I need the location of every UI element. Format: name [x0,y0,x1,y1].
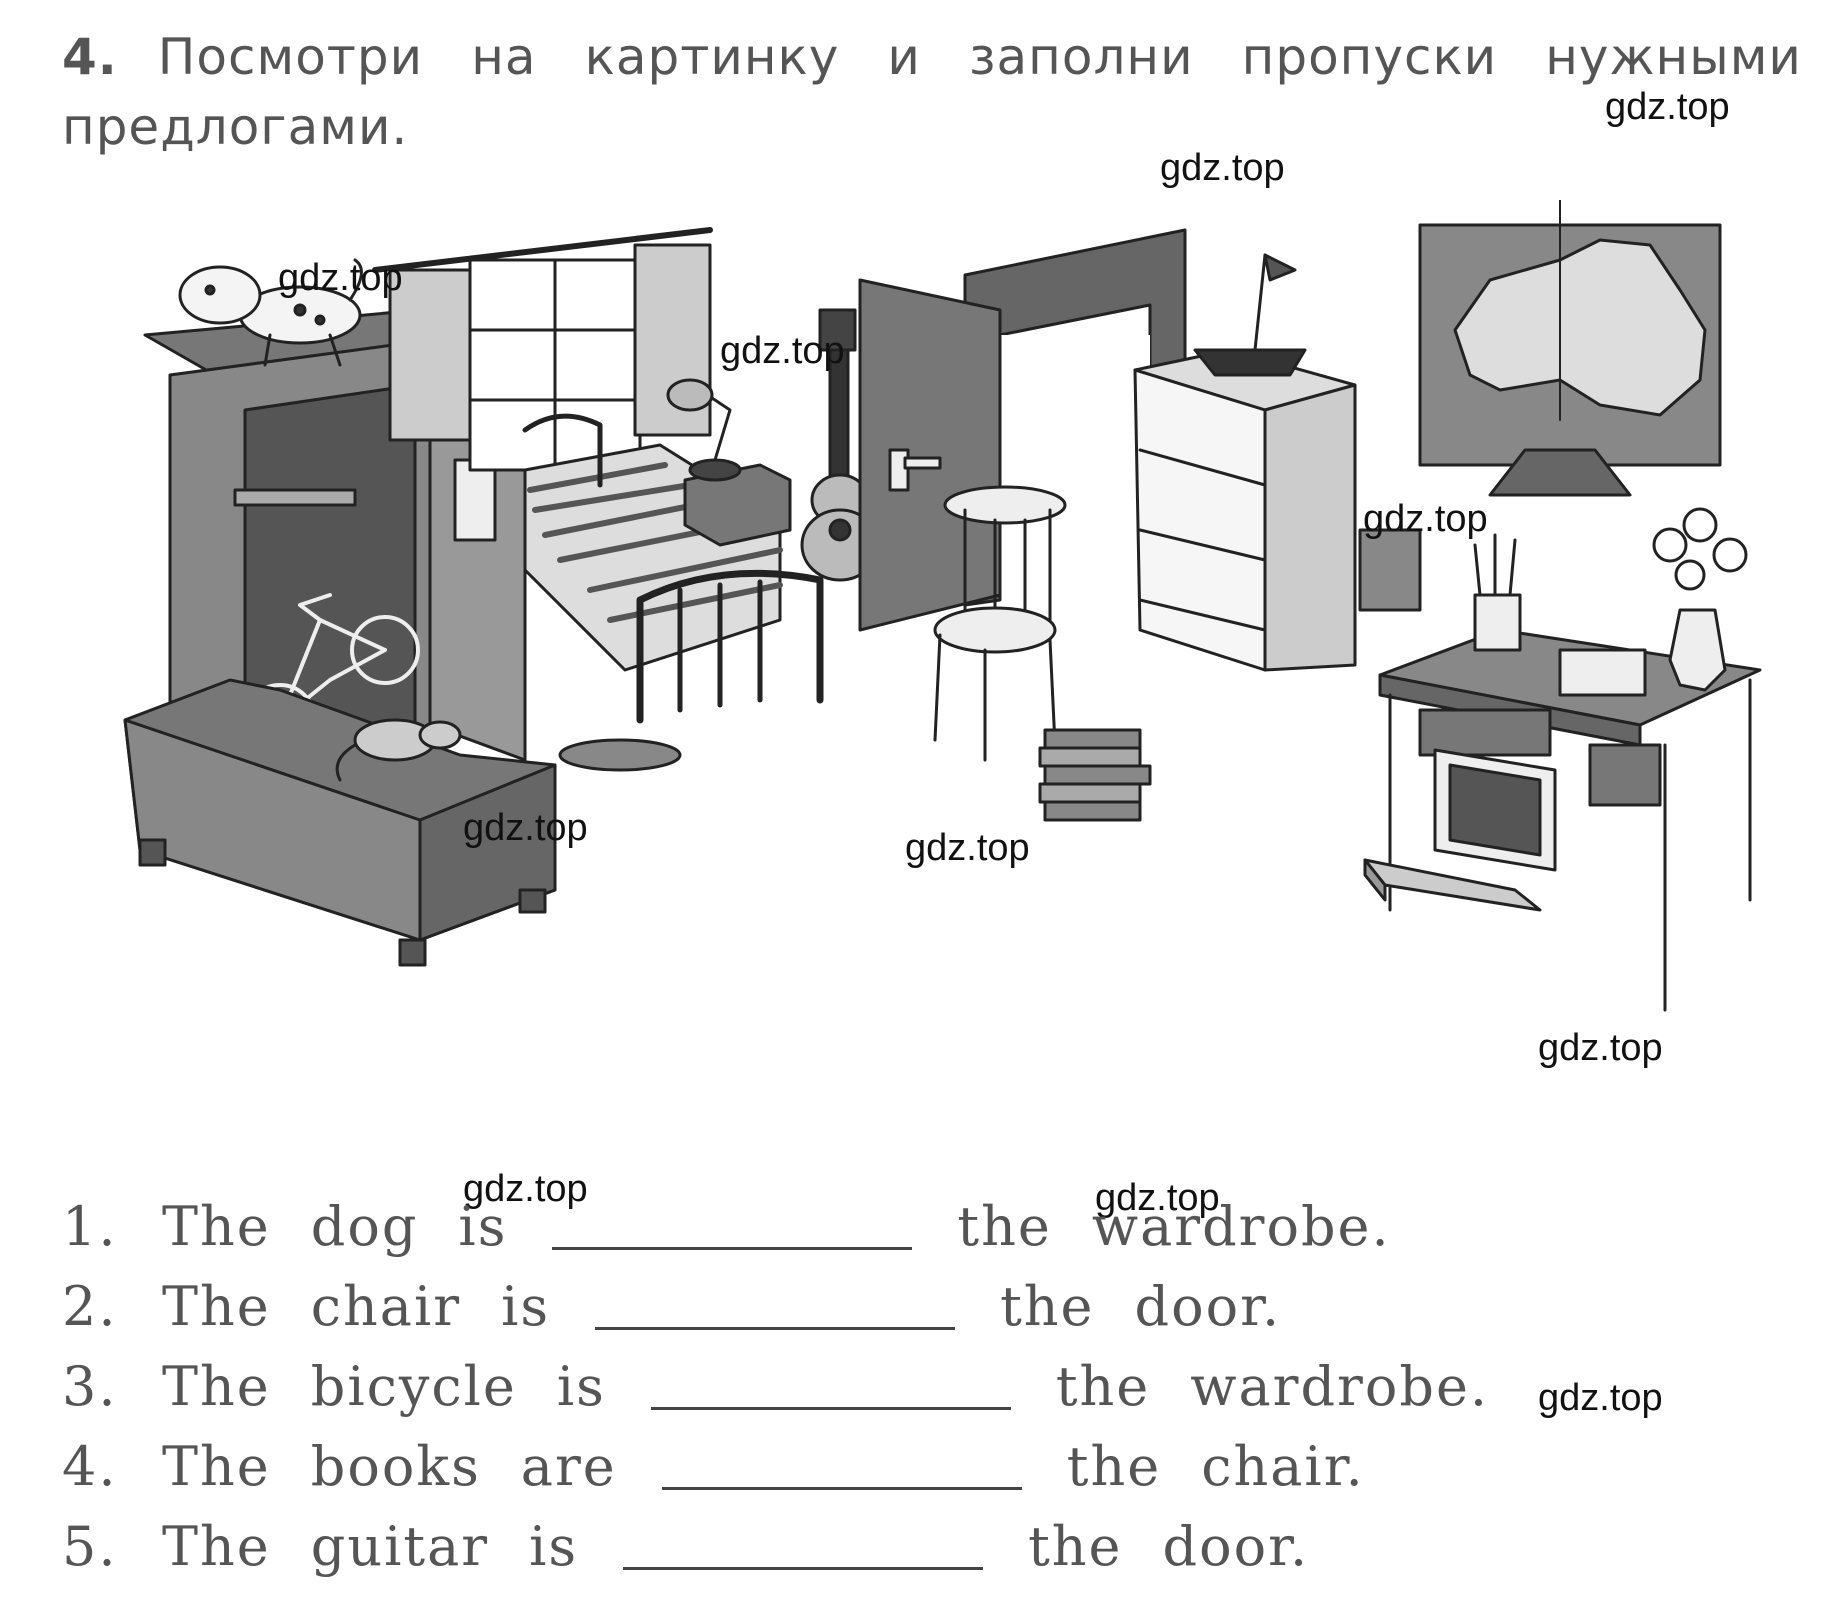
chair [933,485,1067,762]
computer [1363,748,1557,912]
map [1418,200,1722,497]
sentence-number: 4. [62,1435,118,1498]
answer-blank-1[interactable] [552,1243,913,1250]
sentence-1: 1. The dog is the wardrobe. [62,1195,1431,1258]
word: door. [1134,1275,1282,1338]
task-word: нужными [1545,28,1802,86]
sentence-5: 5. The guitar is the door. [62,1515,1349,1578]
word: the [957,1195,1052,1258]
watermark: gdz.top [1605,86,1730,128]
word: books [310,1435,481,1498]
window [372,227,713,472]
flower-vase [1652,507,1748,692]
sentence-number: 5. [62,1515,118,1578]
pencil-cup [1473,533,1522,652]
watermark: gdz.top [278,257,403,299]
word: The [162,1195,271,1258]
word: is [458,1195,508,1258]
task-line-2: предлогами. [62,98,409,156]
desk [1378,628,1762,1012]
books [1038,728,1152,822]
watermark: gdz.top [720,330,845,372]
task-number: 4. [62,28,118,86]
watermark: gdz.top [1538,1027,1663,1069]
word: chair [310,1275,462,1338]
word: The [162,1355,271,1418]
sentence-number: 2. [62,1275,118,1338]
answer-blank-2[interactable] [595,1323,956,1330]
word: is [529,1515,579,1578]
word: are [520,1435,617,1498]
dog [178,258,363,367]
bag [1358,528,1422,612]
answer-blank-4[interactable] [661,1483,1022,1490]
word: dog [310,1195,419,1258]
word: is [501,1275,551,1338]
word: the [1028,1515,1123,1578]
word: chair. [1201,1435,1365,1498]
word: the [1066,1435,1162,1498]
sentence-number: 3. [62,1355,118,1418]
word: is [556,1355,606,1418]
answer-blank-5[interactable] [623,1563,984,1570]
bookshelf [1133,253,1357,672]
word: The [162,1435,271,1498]
word: wardrobe. [1190,1355,1490,1418]
sentence-3: 3. The bicycle is the wardrobe. [62,1355,1529,1418]
sentence-2: 2. The chair is the door. [62,1275,1321,1338]
watermark: gdz.top [463,1168,588,1210]
watermark: gdz.top [463,807,588,849]
task-word: Посмотри [157,28,424,86]
watermark: gdz.top [1095,1177,1220,1219]
task-word: пропуски [1241,28,1498,86]
task-word: картинку [584,28,840,86]
bed [522,413,824,772]
room-illustration [123,200,1762,1012]
watermark: gdz.top [1363,498,1488,540]
task-word: на [471,28,537,86]
rat [335,718,462,782]
word: guitar [310,1515,490,1578]
word: The [162,1275,271,1338]
nightstand-lamp [666,378,792,547]
sentence-4: 4. The books are the chair. [62,1435,1405,1498]
watermark: gdz.top [1538,1377,1663,1419]
word: the [1000,1275,1095,1338]
word: bicycle [310,1355,517,1418]
sofa [123,678,557,967]
word: the [1055,1355,1151,1418]
watermark: gdz.top [905,827,1030,869]
watermark: gdz.top [1160,147,1285,189]
sentence-number: 1. [62,1195,118,1258]
answer-blank-3[interactable] [650,1403,1011,1410]
task-instruction: 4. Посмотри на картинку и заполни пропуск… [62,22,1802,162]
task-word: заполни [968,28,1194,86]
word: wardrobe. [1091,1195,1391,1258]
word: The [162,1515,271,1578]
task-word: и [887,28,921,86]
word: door. [1162,1515,1310,1578]
